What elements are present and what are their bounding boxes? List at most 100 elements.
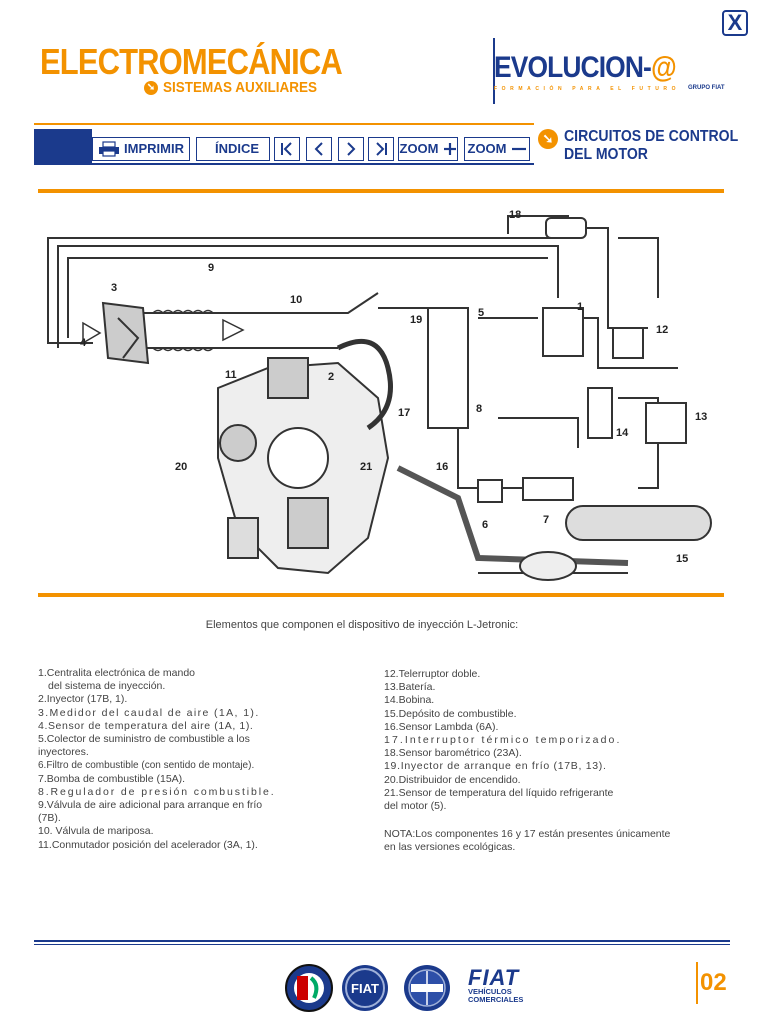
previous-page-button[interactable] <box>306 137 332 161</box>
legend-item: 11.Conmutador posición del acelerador (3… <box>38 838 258 851</box>
page-subtitle: SISTEMAS AUXILIARES <box>163 79 318 96</box>
legend-item: 16.Sensor Lambda (6A). <box>384 720 499 733</box>
last-page-icon <box>376 142 387 156</box>
legend-item: 4.Sensor de temperatura del aire (1A, 1)… <box>38 719 254 732</box>
engine-block <box>217 338 393 575</box>
logo-at: @ <box>650 51 677 84</box>
page-number-bar <box>696 962 698 1004</box>
diagram-label: 7 <box>543 514 549 526</box>
printer-icon <box>99 141 120 157</box>
first-page-button[interactable] <box>274 137 300 161</box>
fiat-vc-wordmark: FIAT <box>468 965 520 990</box>
diagram-label: 19 <box>410 314 422 326</box>
zoom-in-label: ZOOM <box>399 141 439 156</box>
chevron-left-icon <box>314 142 323 156</box>
section-title: CIRCUITOS DE CONTROL DEL MOTOR <box>564 128 738 163</box>
zoom-out-label: ZOOM <box>467 141 507 156</box>
legend-item: del sistema de inyección. <box>48 680 166 693</box>
diagram-bottom-rule <box>38 593 724 597</box>
diagram-label: 2 <box>328 371 334 383</box>
legend-item: 18.Sensor barométrico (23A). <box>384 747 522 760</box>
print-label: IMPRIMIR <box>124 141 184 156</box>
chevron-right-icon <box>347 142 356 156</box>
diagram-label: 6 <box>482 519 488 531</box>
legend-item: 14.Bobina. <box>384 694 435 707</box>
legend-item: 19.Inyector de arranque en frío (17B, 13… <box>384 760 607 773</box>
fuel-rail <box>427 307 469 429</box>
legend-item: 1.Centralita electrónica de mando <box>38 667 196 679</box>
toolbar-top-rule <box>34 123 534 125</box>
fiat-vc-line1: VEHÍCULOS <box>468 987 512 996</box>
diagram-label: 17 <box>398 407 410 419</box>
first-page-icon <box>281 142 292 156</box>
fiat-vehiculos-comerciales-logo: FIAT VEHÍCULOS COMERCIALES <box>468 965 524 1004</box>
fuel-tank <box>565 505 712 541</box>
print-button[interactable]: IMPRIMIR <box>92 137 190 161</box>
fuel-pump <box>522 477 574 501</box>
legend-item: 8.Regulador de presión combustible. <box>38 785 276 798</box>
legend-item: 13.Batería. <box>384 681 436 694</box>
evolucion-logo: EVOLUCION-@ <box>494 51 677 84</box>
legend-item: del motor (5). <box>384 800 447 813</box>
catalytic-converter <box>519 551 577 581</box>
lancia-logo <box>404 965 450 1011</box>
logo-divider <box>493 38 495 104</box>
logo-tagline: FORMACIÓN PARA EL FUTURO <box>494 86 681 92</box>
ecu-box <box>542 307 584 357</box>
fiat-vc-line2: COMERCIALES <box>468 995 524 1004</box>
wire-loop-inner <box>67 257 548 338</box>
zoom-in-button[interactable]: ZOOM <box>398 137 458 161</box>
index-button[interactable]: ÍNDICE <box>196 137 270 161</box>
diagram-label: 9 <box>208 262 214 274</box>
diagram-top-rule <box>38 189 724 193</box>
legend-item: 17.Interruptor térmico temporizado. <box>384 734 622 747</box>
legend-item: 5.Colector de suministro de combustible … <box>38 733 250 746</box>
legend-item: 6.Filtro de combustible (con sentido de … <box>38 760 255 772</box>
diagram-label: 21 <box>360 461 372 473</box>
legend-item: 2.Inyector (17B, 1). <box>38 693 128 706</box>
intake-upper <box>113 292 379 314</box>
arrow-circle-icon: ➘ <box>144 81 158 95</box>
last-page-button[interactable] <box>368 137 394 161</box>
close-button[interactable]: X <box>722 10 748 36</box>
legend-item: 21.Sensor de temperatura del líquido ref… <box>384 786 614 799</box>
injection-system-diagram: 1 2 3 4 5 6 7 8 9 10 11 12 13 14 15 16 1… <box>47 209 712 581</box>
minus-icon <box>511 147 526 151</box>
page-number: 02 <box>700 969 727 996</box>
footer-rule <box>34 940 730 942</box>
page-title: ELECTROMECÁNICA <box>40 41 343 82</box>
fiat-logo: FIAT <box>342 965 388 1011</box>
diagram-label: 10 <box>290 294 302 306</box>
index-label: ÍNDICE <box>215 141 260 156</box>
legend-item: inyectores. <box>38 746 89 759</box>
footer-rule-thin <box>34 944 730 945</box>
diagram-label: 4 <box>80 337 87 349</box>
diagram-label: 15 <box>676 553 688 565</box>
diagram-label: 16 <box>436 461 448 473</box>
alfa-romeo-logo <box>285 964 333 1012</box>
note-text: NOTA:Los componentes 16 y 17 están prese… <box>384 828 671 854</box>
plus-icon <box>443 143 456 155</box>
diagram-label: 20 <box>175 461 187 473</box>
subtitle-group: ➘ SISTEMAS AUXILIARES <box>144 80 334 96</box>
toolbar-bottom-rule <box>34 163 534 165</box>
logo-group: GRUPO FIAT <box>688 85 725 91</box>
diagram-label: 8 <box>476 403 482 415</box>
legend-item: (7B). <box>38 812 61 825</box>
next-page-button[interactable] <box>338 137 364 161</box>
diagram-label: 1 <box>577 301 583 313</box>
wire-loop-top <box>57 245 559 348</box>
diagram-label: 14 <box>616 427 629 439</box>
diagram-label: 18 <box>509 209 521 221</box>
legend-item: 15.Depósito de combustible. <box>384 707 517 720</box>
zoom-out-button[interactable]: ZOOM <box>464 137 530 161</box>
logo-name: EVOLUCION- <box>494 51 652 84</box>
legend-item: 9.Válvula de aire adicional para arranqu… <box>38 799 263 812</box>
intake-duct <box>152 309 245 352</box>
diagram-label: 13 <box>695 411 707 423</box>
legend-item: 3.Medidor del caudal de aire (1A, 1). <box>38 706 260 719</box>
fiat-logo-text: FIAT <box>351 981 379 996</box>
diagram-label: 11 <box>225 369 237 381</box>
ignition-coil <box>587 387 613 439</box>
air-flow-meter <box>82 301 150 365</box>
